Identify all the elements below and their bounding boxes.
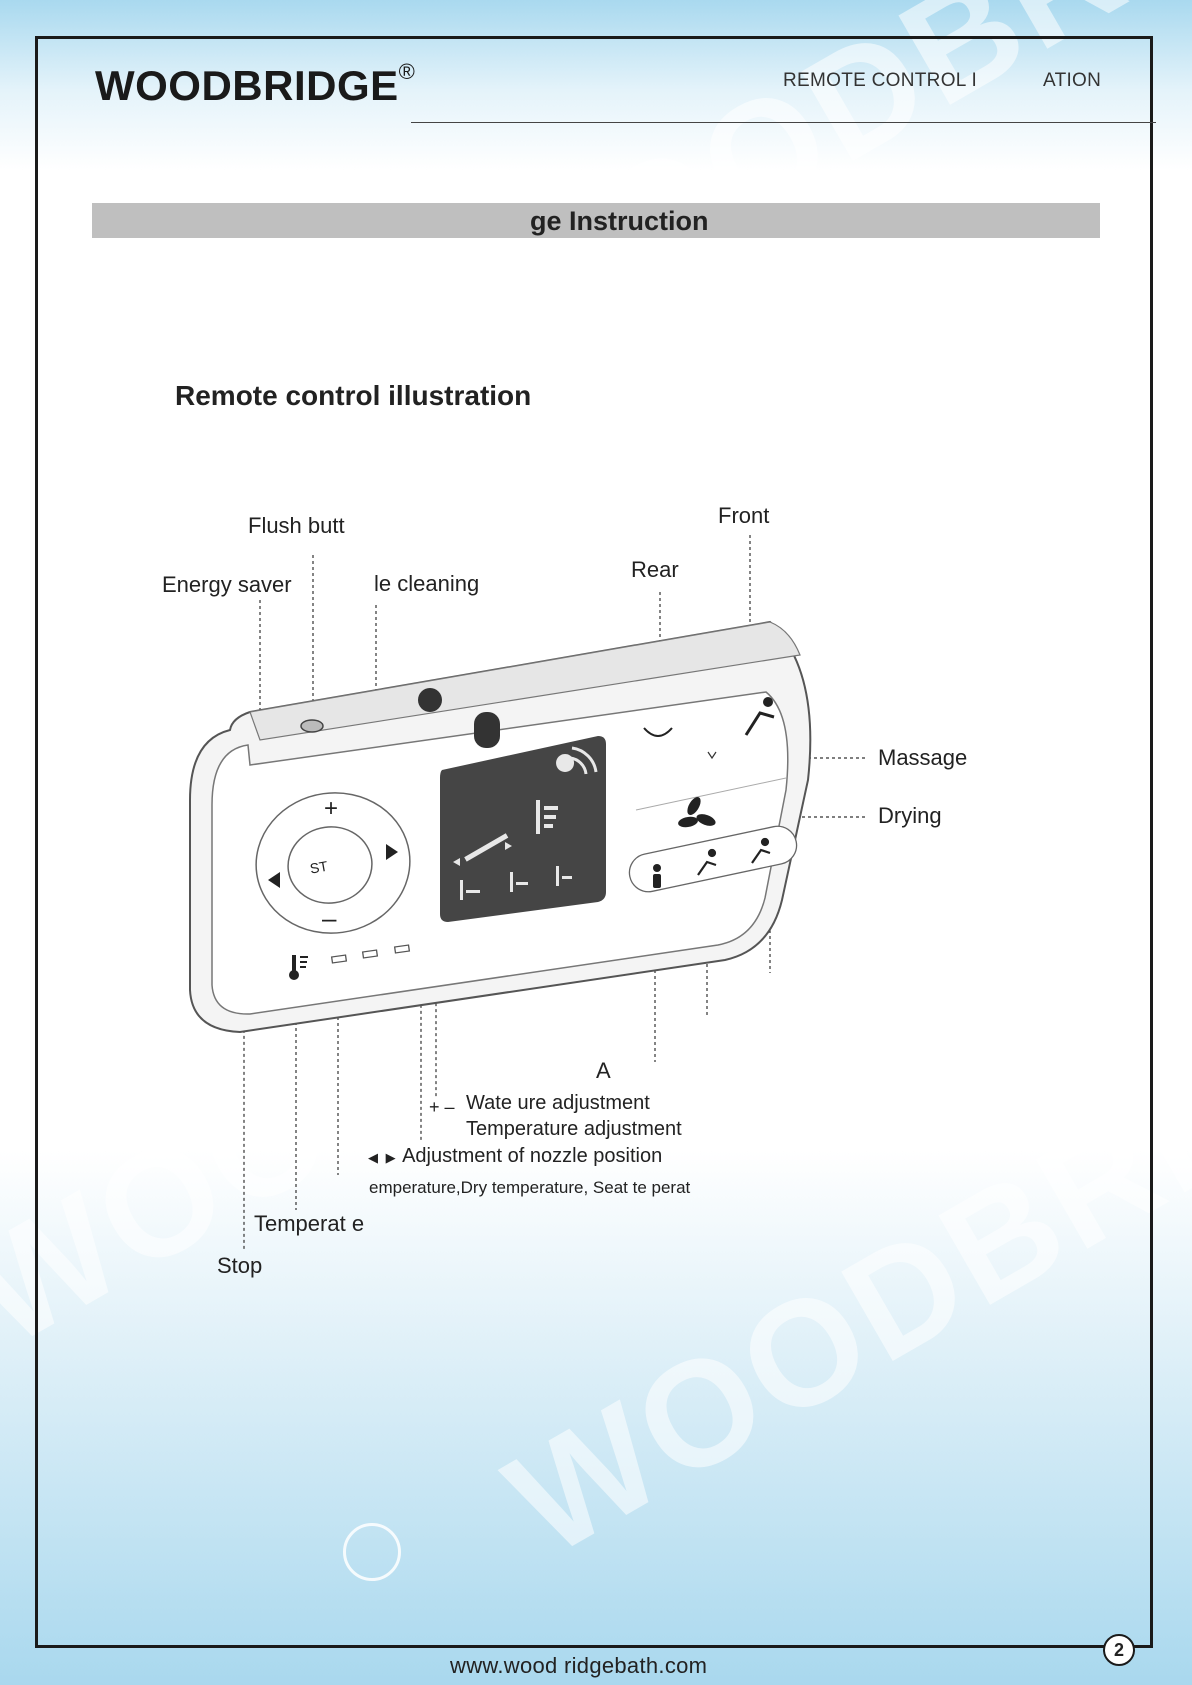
dpad-left-arrow-icon	[268, 872, 280, 888]
level-icon-1	[460, 880, 463, 900]
section-title: Remote control illustration	[175, 380, 532, 411]
minus-button: –	[322, 903, 337, 933]
label-nozzle-cleaning: le cleaning	[374, 571, 480, 596]
header-title-b: ATION	[1043, 70, 1102, 91]
dpad-right-arrow-icon	[386, 844, 398, 860]
lcd-right-arrow-icon	[505, 842, 512, 850]
nozzle-icon	[464, 833, 509, 862]
arrows-icon: ◀ ▶	[368, 1150, 398, 1165]
page-number: 2	[1103, 1634, 1135, 1666]
watermark-circle-bottom	[343, 1523, 401, 1581]
auto-mode-icon	[653, 864, 661, 888]
level-bars-icon	[536, 800, 540, 834]
label-nozzle-position-text: Adjustment of nozzle position	[402, 1145, 663, 1167]
temperature-level-indicators	[330, 944, 411, 964]
drying-fan-icon	[678, 796, 716, 828]
remote-top-edge	[249, 621, 801, 741]
label-flush-button: Flush butt	[248, 513, 345, 538]
label-rear: Rear	[631, 557, 679, 582]
header-divider	[411, 122, 1156, 123]
ir-window-icon	[474, 712, 500, 748]
massage-icon	[707, 751, 717, 760]
brand-logo: WOODBRIDGE®	[95, 59, 416, 109]
mode-button-strip	[628, 825, 798, 893]
stop-button: ST	[309, 858, 330, 877]
label-nozzle-position: ◀ ▶ Adjustment of nozzle position	[368, 1145, 662, 1168]
divider-line	[635, 777, 787, 811]
rear-icon	[643, 727, 673, 737]
header-title-a: REMOTE CONTROL I	[783, 70, 978, 91]
level-icon-2	[510, 872, 513, 892]
label-energy-saver: Energy saver	[162, 572, 292, 597]
lcd-icons	[453, 746, 598, 900]
label-stop: Stop	[217, 1253, 263, 1278]
flush-button-icon	[300, 719, 324, 733]
plus-button: +	[324, 795, 338, 822]
banner-title: ge Instruction	[530, 206, 709, 236]
mode-2-icon	[697, 848, 717, 876]
thermometer-icon	[289, 955, 308, 980]
label-drying: Drying	[878, 803, 942, 828]
wifi-icon	[556, 754, 575, 772]
page-frame	[35, 36, 1153, 1648]
label-temperature-list: emperature,Dry temperature, Seat te pera…	[369, 1178, 691, 1197]
dpad-inner	[287, 826, 373, 904]
remote-control-illustration: ST + –	[189, 620, 812, 1034]
label-temperature: Temperat e	[254, 1211, 365, 1236]
label-water-temperature: Wate ure adjustment	[466, 1092, 650, 1114]
mode-3-icon	[751, 837, 771, 864]
section-banner	[92, 203, 1100, 238]
label-plus-minus: + –	[429, 1097, 455, 1117]
lcd-screen	[440, 736, 606, 922]
footer-url[interactable]: www.wood ridgebath.com	[450, 1653, 708, 1678]
label-front: Front	[718, 503, 770, 528]
label-temperature-adjustment: Temperature adjustment	[466, 1118, 682, 1140]
label-massage: Massage	[878, 745, 968, 770]
top-knob-icon	[418, 688, 442, 712]
lcd-left-arrow-icon	[453, 858, 460, 866]
level-icon-3	[556, 866, 559, 886]
watermark-circle-top	[345, 350, 401, 406]
label-auto: A	[596, 1058, 611, 1083]
front-icon	[744, 697, 775, 736]
